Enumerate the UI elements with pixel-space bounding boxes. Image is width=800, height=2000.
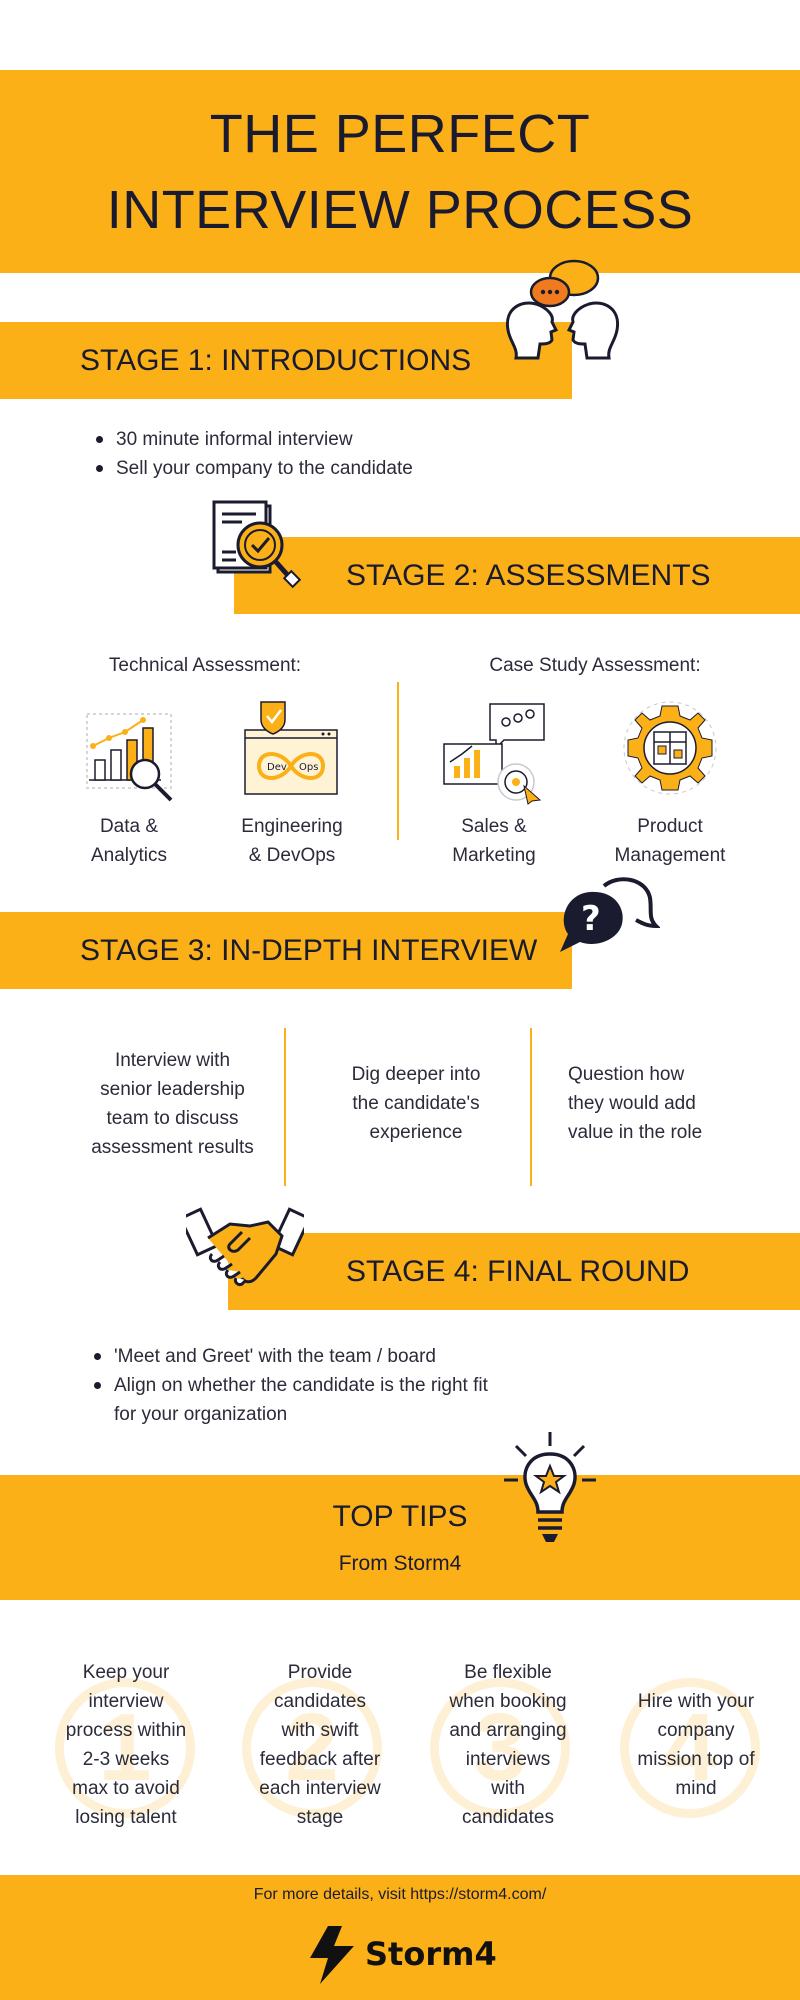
tip-line: with swift bbox=[281, 1720, 359, 1741]
stage3-line: value in the role bbox=[568, 1122, 703, 1143]
tip-line: Be flexible bbox=[464, 1662, 552, 1683]
tip-line: Hire with your bbox=[637, 1691, 755, 1712]
footer-banner bbox=[0, 1875, 800, 2000]
stage3-divider-1 bbox=[284, 1028, 286, 1186]
tip-line: interview bbox=[88, 1691, 164, 1712]
footer-details-text[interactable]: For more details, visit https://storm4.c… bbox=[253, 1886, 547, 1903]
tip-text-4: Hire with your company mission top of mi… bbox=[616, 1687, 776, 1803]
top-tips-banner bbox=[0, 1475, 800, 1600]
tip-line: mind bbox=[675, 1778, 717, 1799]
tip-line: each interview bbox=[259, 1778, 381, 1799]
chart-magnifier-icon bbox=[86, 713, 173, 802]
sales-chart-target-icon bbox=[443, 703, 545, 805]
stage4-banner: STAGE 4: FINAL ROUND bbox=[228, 1233, 800, 1310]
stage3-line: Dig deeper into bbox=[351, 1064, 481, 1085]
tip-line: 2-3 weeks bbox=[82, 1749, 170, 1770]
tip-line: and arranging bbox=[449, 1720, 567, 1741]
tip-number-4: 4 bbox=[620, 1678, 760, 1818]
handshake-icon bbox=[186, 1207, 304, 1286]
assessment-label-data-analytics: Data & Analytics bbox=[49, 812, 209, 870]
assessment-label-line: Management bbox=[614, 845, 726, 866]
stage4-bullet-2-line-1: Align on whether the candidate is the ri… bbox=[114, 1375, 488, 1396]
document-magnifier-check-icon bbox=[212, 500, 302, 589]
tip-line: max to avoid bbox=[72, 1778, 180, 1799]
lightbulb-star-icon bbox=[504, 1432, 596, 1542]
svg-text:Dev: Dev bbox=[267, 762, 287, 773]
tip-text-2: Provide candidates with swift feedback a… bbox=[240, 1658, 400, 1832]
stage4-title: STAGE 4: FINAL ROUND bbox=[346, 1254, 690, 1288]
top-tips-title: TOP TIPS bbox=[332, 1500, 468, 1533]
tip-line: mission top of bbox=[637, 1749, 755, 1770]
stage1-banner: STAGE 1: INTRODUCTIONS bbox=[0, 322, 572, 399]
tip-line: feedback after bbox=[259, 1749, 381, 1770]
stage2-divider bbox=[397, 682, 399, 840]
title-line-1: THE PERFECT bbox=[209, 103, 591, 164]
lightning-bolt-icon bbox=[310, 1926, 354, 1984]
stage3-banner: STAGE 3: IN-DEPTH INTERVIEW bbox=[0, 912, 572, 989]
assessment-label-line: Engineering bbox=[241, 816, 343, 837]
assessment-label-engineering-devops: Engineering & DevOps bbox=[212, 812, 372, 870]
stage1-bullets: 30 minute informal interview Sell your c… bbox=[94, 425, 413, 483]
stage3-title: STAGE 3: IN-DEPTH INTERVIEW bbox=[80, 933, 538, 967]
assessment-label-line: Product bbox=[637, 816, 703, 837]
stage4-bullet-1: 'Meet and Greet' with the team / board bbox=[92, 1342, 488, 1371]
tip-line: interviews bbox=[465, 1749, 551, 1770]
tip-line: when booking bbox=[449, 1691, 567, 1712]
tip-text-1: Keep your interview process within 2-3 w… bbox=[46, 1658, 206, 1832]
title-line-2: INTERVIEW PROCESS bbox=[106, 179, 694, 240]
top-tips-subtitle: From Storm4 bbox=[338, 1552, 462, 1575]
storm4-brand[interactable]: Storm4 bbox=[365, 1935, 497, 1973]
assessment-label-product-management: Product Management bbox=[590, 812, 750, 870]
stage3-line: Interview with bbox=[114, 1050, 231, 1071]
tip-line: with bbox=[491, 1778, 525, 1799]
tip-line: Provide bbox=[287, 1662, 353, 1683]
stage3-line: Question how bbox=[568, 1064, 685, 1085]
tip-number-2: 2 bbox=[242, 1678, 382, 1818]
tip-line: stage bbox=[296, 1807, 344, 1828]
tip-text-3: Be flexible when booking and arranging i… bbox=[428, 1658, 588, 1832]
assessment-label-line: Sales & bbox=[461, 816, 527, 837]
assessment-label-line: Marketing bbox=[452, 845, 536, 866]
assessment-label-line: Analytics bbox=[90, 845, 168, 866]
svg-text:?: ? bbox=[581, 899, 601, 939]
heads-speech-bubble-icon bbox=[505, 259, 620, 360]
stage1-bullet-2: Sell your company to the candidate bbox=[94, 454, 413, 483]
stage3-line: they would add bbox=[568, 1093, 696, 1114]
stage2-banner: STAGE 2: ASSESSMENTS bbox=[234, 537, 800, 614]
question-speech-bubble-icon: ? bbox=[560, 877, 660, 952]
tip-number-1: 1 bbox=[55, 1678, 195, 1818]
stage3-line: experience bbox=[369, 1122, 463, 1143]
stage3-line: team to discuss bbox=[106, 1108, 239, 1129]
stage3-line: senior leadership bbox=[100, 1079, 245, 1100]
stage3-line: the candidate's bbox=[352, 1093, 480, 1114]
assessment-label-line: Data & bbox=[99, 816, 159, 837]
tip-number-3: 3 bbox=[430, 1678, 570, 1818]
gear-box-icon bbox=[623, 701, 717, 795]
tip-line: Keep your bbox=[82, 1662, 170, 1683]
stage3-line: assessment results bbox=[91, 1137, 254, 1158]
case-study-assessment-heading: Case Study Assessment: bbox=[489, 655, 701, 676]
stage3-column-1: Interview with senior leadership team to… bbox=[70, 1046, 275, 1162]
stage4-bullets: 'Meet and Greet' with the team / board A… bbox=[92, 1342, 488, 1429]
stage3-column-2: Dig deeper into the candidate's experien… bbox=[312, 1060, 520, 1147]
technical-assessment-heading: Technical Assessment: bbox=[108, 655, 302, 676]
title-banner: THE PERFECT INTERVIEW PROCESS bbox=[0, 70, 800, 273]
stage1-title: STAGE 1: INTRODUCTIONS bbox=[80, 343, 472, 377]
tip-line: losing talent bbox=[75, 1807, 177, 1828]
tip-line: company bbox=[657, 1720, 735, 1741]
stage3-column-3: Question how they would add value in the… bbox=[545, 1060, 758, 1147]
assessment-label-line: & DevOps bbox=[248, 845, 336, 866]
tip-line: process within bbox=[65, 1720, 187, 1741]
stage4-bullet-2-line-2: for your organization bbox=[114, 1404, 288, 1425]
stage2-title: STAGE 2: ASSESSMENTS bbox=[346, 558, 711, 592]
stage4-bullet-2: Align on whether the candidate is the ri… bbox=[92, 1371, 488, 1429]
stage3-divider-2 bbox=[530, 1028, 532, 1186]
svg-text:Ops: Ops bbox=[299, 762, 318, 773]
devops-infinity-icon: Dev Ops bbox=[244, 701, 338, 795]
tip-line: candidates bbox=[462, 1807, 554, 1828]
tip-line: candidates bbox=[274, 1691, 366, 1712]
assessment-label-sales-marketing: Sales & Marketing bbox=[414, 812, 574, 870]
stage1-bullet-1: 30 minute informal interview bbox=[94, 425, 413, 454]
